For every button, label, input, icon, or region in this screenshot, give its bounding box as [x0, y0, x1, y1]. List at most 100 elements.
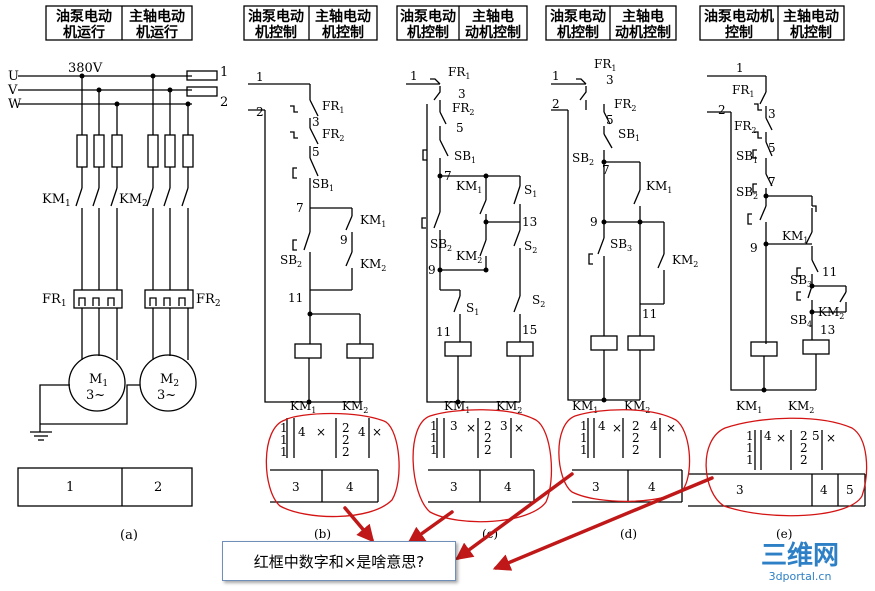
panel-b-junctions	[306, 311, 313, 405]
panel-d-coil-km1: KM1	[572, 399, 598, 415]
panel-c-n13: 13	[522, 215, 537, 229]
panel-e-c1-x: ×	[776, 431, 786, 445]
panel-a-phase-u: U	[8, 69, 19, 84]
panel-e-n7: 7	[768, 175, 776, 189]
panel-e-coil-km2: KM2	[788, 399, 814, 415]
panel-b-node-1: 1	[256, 70, 264, 84]
panel-c-km2-contact: KM2	[456, 249, 482, 265]
panel-d-n3: 3	[606, 73, 614, 87]
panel-d-km2-contact: KM2	[672, 253, 698, 269]
header-d2-line1: 主轴电	[622, 8, 664, 25]
panel-d-c1-b: 1	[580, 431, 588, 445]
panel-b-n5: 5	[312, 145, 320, 159]
panel-d-sb3: SB3	[610, 237, 632, 253]
panel-d-c2-b: 2	[632, 431, 640, 445]
panel-c-n5: 5	[456, 121, 464, 135]
panel-c-s1b: S1	[466, 301, 479, 317]
panel-d-c2-num: 4	[650, 419, 658, 433]
panel-c-wiring	[406, 78, 535, 503]
panel-c-c1-a: 1	[430, 419, 438, 433]
header-e1-line1: 油泵电动机	[704, 8, 774, 25]
panel-c-n3: 3	[458, 87, 466, 101]
header-b1-line2: 机控制	[255, 24, 297, 41]
panel-e-sb1: SB1	[736, 149, 758, 165]
panel-c-c2-x: ×	[514, 421, 524, 435]
panel-e-fr2: FR2	[734, 119, 756, 135]
annotation-circle-c	[412, 409, 553, 523]
panel-d-sb2: SB2	[572, 151, 594, 167]
panel-c-km1-contact: KM1	[456, 179, 482, 195]
header-e1-line2: 控制	[725, 24, 753, 41]
panel-c-c1-num: 3	[450, 419, 458, 433]
panel-c-sb2: SB2	[430, 237, 452, 253]
panel-d-c1-c: 1	[580, 443, 588, 457]
panel-c-node-1: 1	[410, 69, 418, 83]
header-c1-line2: 机控制	[407, 24, 449, 41]
panel-a-motor2: M2	[160, 372, 179, 389]
question-callout: 红框中数字和×是啥意思?	[222, 541, 456, 581]
panel-e-junctions	[761, 193, 815, 393]
panel-b-c1-c: 1	[280, 445, 288, 459]
panel-e-n13: 13	[820, 323, 835, 337]
panel-b-coil-km1: KM1	[290, 399, 316, 415]
panel-a-motor2-sub: 3~	[157, 388, 176, 403]
header-c1-line1: 油泵电动	[400, 8, 456, 25]
panel-b-sb1: SB1	[312, 177, 334, 193]
panel-e-zone-3: 3	[736, 483, 744, 497]
header-a2-line1: 主轴电动	[129, 8, 185, 25]
header-b2-line1: 主轴电动	[315, 8, 371, 25]
panel-d-fr1: FR1	[594, 57, 616, 73]
panel-d-n7: 7	[602, 163, 610, 177]
panel-e-c2-a: 2	[800, 429, 808, 443]
panel-a-km1: KM1	[42, 192, 71, 209]
panel-d-junctions	[601, 159, 643, 403]
question-text: 红框中数字和×是啥意思?	[253, 552, 425, 571]
panel-c-c2-c: 2	[484, 443, 492, 457]
panel-a-fuse-1: 1	[220, 65, 228, 80]
panel-a-km2: KM2	[119, 192, 148, 209]
panel-a-motor1-sub: 3~	[86, 388, 105, 403]
panel-d-c1-a: 1	[580, 419, 588, 433]
panel-a-voltage: 380V	[68, 61, 103, 76]
header-b2-line2: 机控制	[322, 24, 364, 41]
panel-a-junctions	[79, 73, 191, 107]
panel-b-n3: 3	[312, 115, 320, 129]
panel-e-node-2: 2	[718, 103, 726, 117]
panel-c-junctions	[437, 173, 489, 405]
panel-e-c1-num: 4	[764, 429, 772, 443]
panel-b-km1-contact: KM1	[360, 213, 386, 229]
header-e2-line1: 主轴电动	[783, 8, 839, 25]
panel-c-s2: S2	[524, 239, 537, 255]
panel-c-c1-x: ×	[466, 421, 476, 435]
panel-d-c2-x: ×	[666, 421, 676, 435]
panel-d-c1-x: ×	[612, 421, 622, 435]
panel-c-c2-b: 2	[484, 431, 492, 445]
annotation-arrow-e	[492, 476, 714, 571]
panel-b-wiring	[248, 83, 379, 503]
header-a1-line1: 油泵电动	[56, 8, 112, 25]
panel-e-c2-num: 5	[812, 429, 820, 443]
panel-e-c2-x: ×	[826, 431, 836, 445]
panel-b-km2-contact: KM2	[360, 257, 386, 273]
panel-a-fr1: FR1	[42, 292, 67, 309]
header-a1-line2: 机运行	[63, 24, 105, 41]
panel-b-n7: 7	[296, 201, 304, 215]
panel-b-n9: 9	[340, 233, 348, 247]
panel-d-node-1: 1	[552, 69, 560, 83]
panel-e-sb4: SB4	[790, 313, 812, 329]
header-a2-line2: 机运行	[136, 24, 178, 41]
annotation-arrow-c	[407, 510, 454, 545]
header-e2-line2: 机控制	[790, 24, 832, 41]
header-c2-line2: 动机控制	[465, 24, 521, 41]
panel-d-n9: 9	[590, 215, 598, 229]
panel-e-km1-contact: KM1	[782, 229, 808, 245]
panel-c-zone-3: 3	[450, 480, 458, 494]
panel-d-zone-3: 3	[592, 480, 600, 494]
panel-d-wiring	[551, 78, 683, 503]
panel-a-fr2: FR2	[196, 292, 221, 309]
panel-d-c2-c: 2	[632, 443, 640, 457]
panel-b-c2-b: 2	[342, 433, 350, 447]
panel-c-n11: 11	[436, 325, 451, 339]
panel-a-phase-v: V	[7, 83, 18, 98]
panel-b-node-2: 2	[256, 105, 264, 119]
